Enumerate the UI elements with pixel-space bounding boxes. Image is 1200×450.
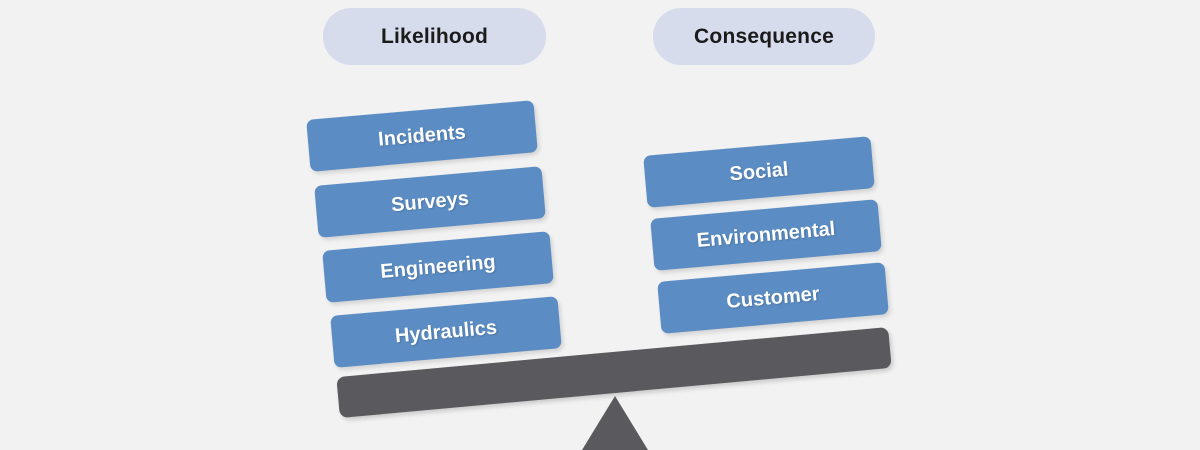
weight-block-engineering-label: Engineering bbox=[379, 250, 497, 283]
weight-block-engineering[interactable]: Engineering bbox=[322, 231, 554, 303]
weight-block-customer-label: Customer bbox=[725, 282, 821, 313]
weight-block-environmental[interactable]: Environmental bbox=[650, 199, 882, 271]
header-pill-likelihood-label: Likelihood bbox=[381, 24, 488, 48]
header-pill-consequence-label: Consequence bbox=[694, 24, 834, 48]
weight-block-social[interactable]: Social bbox=[643, 136, 875, 208]
weight-block-hydraulics-label: Hydraulics bbox=[394, 316, 498, 347]
weight-block-environmental-label: Environmental bbox=[695, 217, 837, 252]
fulcrum-triangle-icon bbox=[580, 396, 650, 450]
weight-block-incidents[interactable]: Incidents bbox=[306, 100, 538, 172]
header-pill-likelihood[interactable]: Likelihood bbox=[323, 8, 546, 65]
weight-block-hydraulics[interactable]: Hydraulics bbox=[330, 296, 562, 368]
weight-block-surveys[interactable]: Surveys bbox=[314, 166, 546, 238]
fulcrum-triangle-shape bbox=[582, 396, 648, 450]
weight-block-surveys-label: Surveys bbox=[390, 187, 470, 216]
weight-block-incidents-label: Incidents bbox=[377, 120, 467, 151]
weight-block-social-label: Social bbox=[728, 157, 790, 186]
header-pill-consequence[interactable]: Consequence bbox=[653, 8, 875, 65]
weight-block-customer[interactable]: Customer bbox=[657, 262, 889, 334]
